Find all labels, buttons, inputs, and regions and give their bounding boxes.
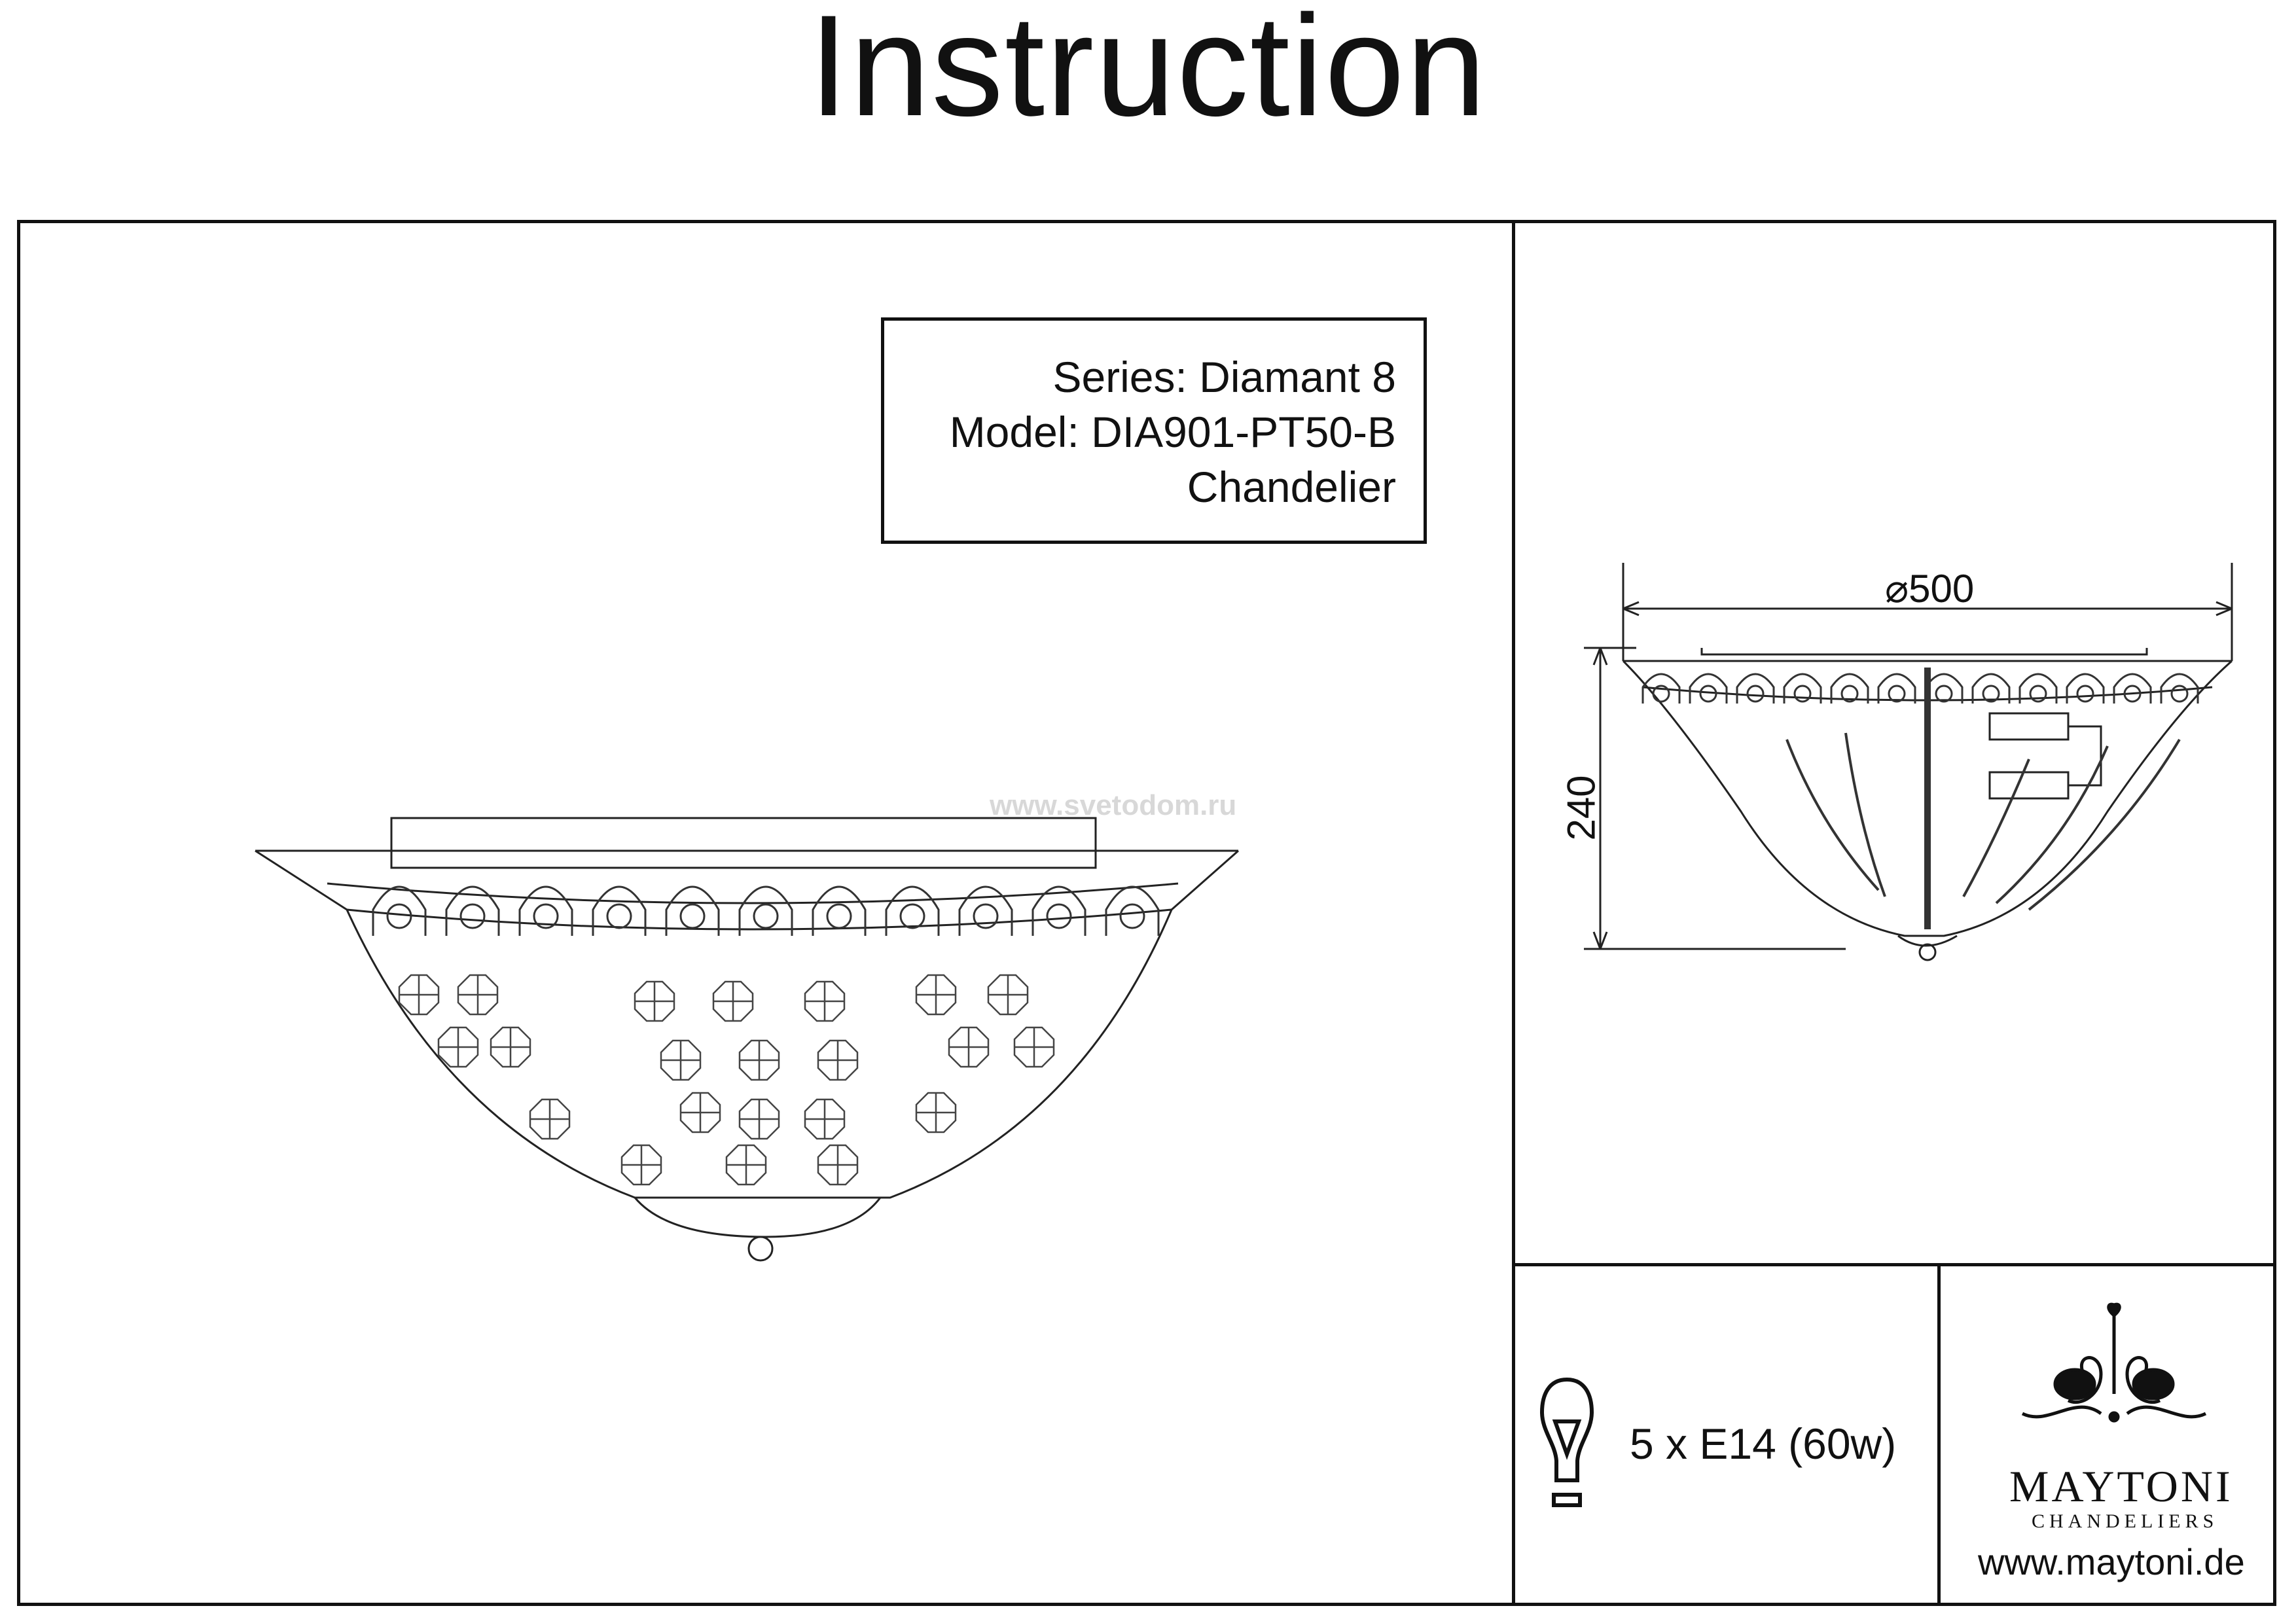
chandelier-drawing	[255, 817, 1239, 1262]
brand-website: www.maytoni.de	[1978, 1541, 2245, 1582]
page-title: Instruction	[808, 0, 1488, 146]
model-label: Model: DIA901-PT50-B	[949, 408, 1396, 456]
brand-name: MAYTONI	[2009, 1461, 2233, 1511]
product-type-label: Chandelier	[1187, 463, 1396, 511]
side-elevation-drawing	[1584, 563, 2233, 961]
watermark: www.svetodom.ru	[990, 789, 1237, 821]
series-label: Series: Diamant 8	[1052, 353, 1396, 401]
bulb-spec: 5 x E14 (60w)	[1630, 1419, 1897, 1468]
product-info-box: Series: Diamant 8 Model: DIA901-PT50-B C…	[881, 317, 1427, 544]
light-bulb-icon	[1539, 1377, 1594, 1507]
info-divider-vertical	[1937, 1263, 1941, 1606]
height-dimension: 240	[1559, 775, 1604, 841]
brand-subtitle: CHANDELIERS	[2032, 1510, 2219, 1532]
maytoni-logo-icon	[2021, 1302, 2207, 1423]
drawing-frame	[17, 220, 2276, 1606]
diameter-dimension: ⌀500	[1885, 567, 1975, 611]
frame-divider-vertical	[1512, 220, 1515, 1606]
frame-divider-horizontal	[1512, 1263, 2276, 1266]
